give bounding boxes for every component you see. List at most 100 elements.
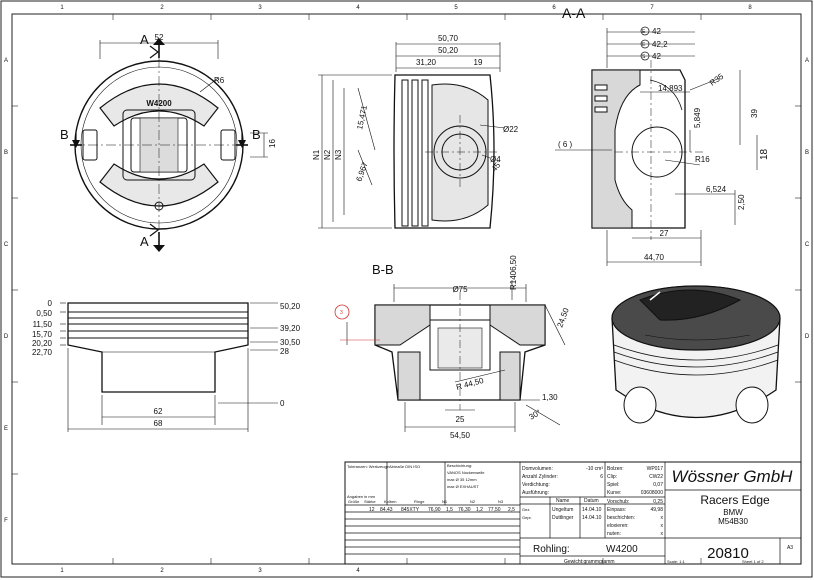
tb-spec-0-label: Domvolumen: xyxy=(522,466,553,472)
tb-hdr-6: N2 xyxy=(470,499,476,504)
dim-front-68: 68 xyxy=(154,419,163,428)
dim-top-r6: R6 xyxy=(214,76,225,85)
dim-aa-s42: 42 xyxy=(652,52,661,61)
zone-col-5: 5 xyxy=(454,5,458,11)
tb-hdr-8: N3 xyxy=(498,499,504,504)
dim-side-n2: N2 xyxy=(323,149,332,160)
dim-aa-5849: 5,849 xyxy=(693,107,702,128)
zone-col-1: 1 xyxy=(60,5,64,11)
zone-col-7: 7 xyxy=(650,5,654,11)
tb-note-3: max Ø EXHAUST xyxy=(447,484,479,489)
zone-row-b-right: B xyxy=(805,150,809,156)
dim-top-52: 52 xyxy=(155,33,164,42)
zone-cols-top xyxy=(12,14,801,564)
dim-front-right-3050: 30,50 xyxy=(280,338,301,347)
tb-rev-0-name: Ungeltum xyxy=(552,507,573,513)
tb-rev-0-role: Gez. xyxy=(522,507,530,512)
dim-front-left-2270: 22,70 xyxy=(32,348,53,357)
dim-aa-14893: 14,893 xyxy=(658,84,683,93)
zone-col-6: 6 xyxy=(552,5,556,11)
dim-aa-6: ( 6 ) xyxy=(558,140,573,149)
dim-side-15471: 15,471 xyxy=(355,104,369,130)
tb-spec-1-value: 6 xyxy=(600,474,603,480)
side-view xyxy=(318,42,506,229)
dim-side-n3: N3 xyxy=(334,149,343,160)
dim-aa-6524: 6,524 xyxy=(706,185,727,194)
zone-col-3-bottom: 3 xyxy=(258,568,262,574)
section-label-a-bottom: A xyxy=(140,234,149,249)
top-view xyxy=(70,40,268,250)
zone-row-f: F xyxy=(4,518,8,524)
tb-drawing-number: 20810 xyxy=(707,545,749,562)
zone-row-a: A xyxy=(4,58,8,64)
tb-row-0: 12 xyxy=(369,507,375,513)
dim-side-5020: 50,20 xyxy=(438,46,459,55)
zone-col-1-bottom: 1 xyxy=(60,568,64,574)
dim-side-6967: 6,967 xyxy=(354,160,369,182)
tb-check-3-label: eloxieren: xyxy=(607,523,629,529)
section-label-b-left: B xyxy=(60,127,69,142)
section-arrow-b-right xyxy=(238,140,246,148)
sym-e-1: E xyxy=(642,29,646,35)
title-block xyxy=(344,461,802,565)
tb-spec-2-value2: 0,07 xyxy=(653,482,663,488)
front-view xyxy=(60,302,278,432)
zone-col-8: 8 xyxy=(748,5,752,11)
tb-make: BMW xyxy=(723,508,743,517)
dim-bb-25: 25 xyxy=(456,415,465,424)
zone-col-2: 2 xyxy=(160,5,164,11)
tb-blank-label: Rohling: xyxy=(533,544,570,555)
tb-hdr-1: Stärke xyxy=(364,499,376,504)
tb-weight: Gewicht:grammgramm xyxy=(564,559,615,565)
piston-mark: W4200 xyxy=(146,99,172,108)
tb-spec-0-label2: Bolzen: xyxy=(607,466,624,472)
tb-scale: Scale: 1:1 xyxy=(667,559,686,564)
zone-row-d: D xyxy=(4,334,9,340)
tb-row-2: 845XTY xyxy=(401,507,420,513)
zone-col-4: 4 xyxy=(356,5,360,11)
zone-row-d-right: D xyxy=(805,334,810,340)
zone-col-3: 3 xyxy=(258,5,262,11)
tb-spec-0-value2: WP017 xyxy=(647,466,664,472)
tb-note-0: Beschichtung: xyxy=(447,463,472,468)
dim-bb-3: 3 xyxy=(340,310,343,316)
section-arrow-a-top xyxy=(153,38,165,45)
section-arrow-b-left xyxy=(72,140,80,148)
dim-bb-2450: 24,50 xyxy=(555,306,570,328)
dim-side-n1: N1 xyxy=(312,149,321,160)
dim-bb-5450: 54,50 xyxy=(450,431,471,440)
tb-hdr-0: Größe xyxy=(348,499,360,504)
tb-row-7: 77,50 xyxy=(488,507,501,513)
dim-front-left-1150: 11,50 xyxy=(33,320,53,329)
dim-bb-130: 1,30 xyxy=(542,393,558,402)
tb-check-0-label: Vorschub: xyxy=(607,499,629,505)
zone-row-a-right: A xyxy=(805,58,809,64)
tb-spec-2-label2: Spiel: xyxy=(607,482,620,488)
zone-col-4-bottom: 4 xyxy=(356,568,360,574)
dim-front-left-1570: 15,70 xyxy=(32,330,53,339)
dim-aa-e422: 42,2 xyxy=(652,40,668,49)
tb-rev-1-role: Gepr. xyxy=(522,515,532,520)
tb-check-1-value: 49,98 xyxy=(650,507,663,513)
dim-aa-18: 18 xyxy=(759,148,770,160)
tb-row-4: 1,5 xyxy=(446,507,453,513)
zone-row-c: C xyxy=(4,242,9,248)
tb-rev-1-date: 14.04.10 xyxy=(582,515,602,521)
dim-side-5070: 50,70 xyxy=(438,34,459,43)
tb-check-4-value: x xyxy=(661,531,664,537)
tb-hdr-3: Ringe xyxy=(414,499,425,504)
dim-bb-75: Ø75 xyxy=(452,285,468,294)
tb-company: Wössner GmbH xyxy=(672,467,794,486)
tb-note-1: VANOS Nockenwelle xyxy=(447,470,485,475)
tb-check-2-label: beschichten: xyxy=(607,515,635,521)
tb-rev-0-date: 14.04.10 xyxy=(582,507,602,513)
zone-row-b: B xyxy=(4,150,8,156)
section-aa-view xyxy=(555,26,758,266)
tb-blank-value: W4200 xyxy=(606,544,638,555)
section-title-bb: B-B xyxy=(372,262,394,277)
tb-spec-3-value2: 03608000 xyxy=(641,490,663,496)
tb-check-4-label: nuten: xyxy=(607,531,621,537)
sym-e-2: E xyxy=(642,42,646,48)
dim-aa-4470: 44,70 xyxy=(644,253,665,262)
